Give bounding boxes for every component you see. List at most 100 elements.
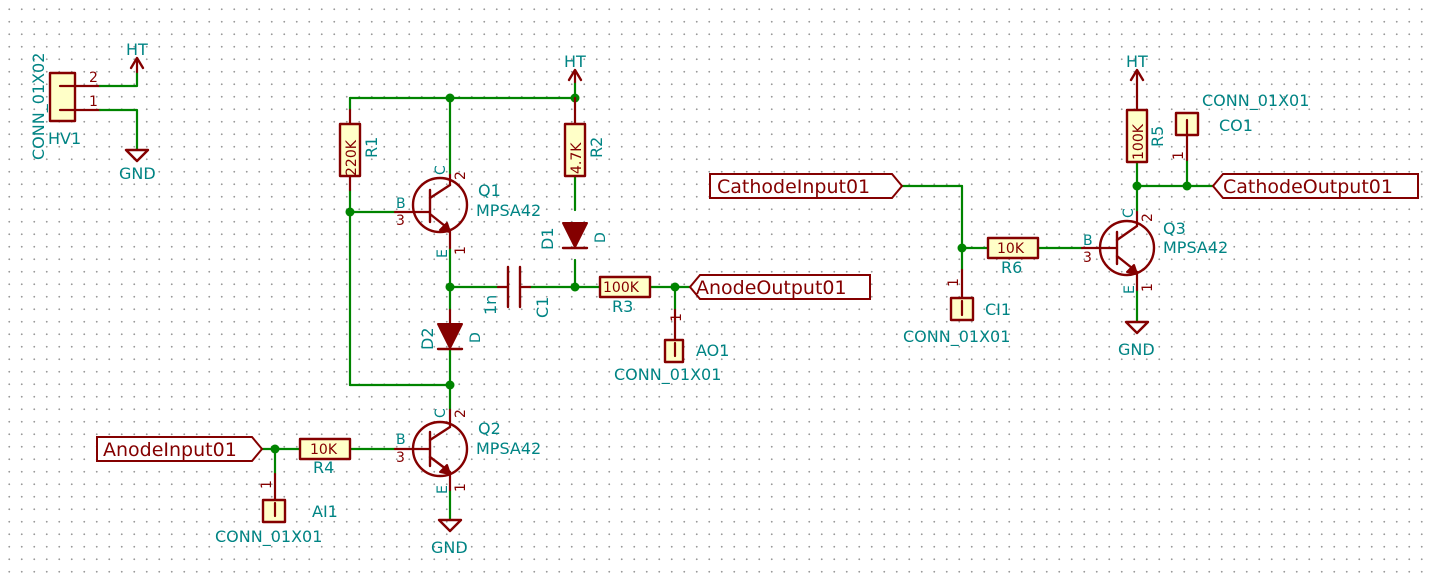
ao1-connector[interactable]: 1 AO1 CONN_01X01	[614, 308, 729, 385]
ht-label-anode: HT	[564, 52, 586, 71]
junction	[270, 444, 280, 454]
ai1-connector[interactable]: 1 AI1 CONN_01X01	[215, 472, 338, 547]
ai1-value: CONN_01X01	[215, 527, 322, 547]
q1-pin-e-num: 1	[453, 246, 469, 255]
q1-pin-b: B	[396, 196, 406, 212]
c1-capacitor[interactable]: 1n C1	[481, 265, 552, 318]
hv1-body	[48, 71, 77, 123]
q3-pin-e-num: 1	[1140, 283, 1156, 292]
r3-body	[598, 275, 652, 299]
anode-input-label[interactable]: AnodeInput01	[96, 436, 264, 462]
r4-body	[298, 437, 352, 461]
ao1-pin: 1	[669, 313, 685, 322]
cathode-input-label[interactable]: CathodeInput01	[709, 173, 904, 199]
c1-ref: C1	[533, 297, 552, 318]
d2-diode[interactable]: D2 D	[418, 308, 484, 351]
q1-pin-c-num: 2	[453, 171, 469, 180]
r3-ref: R3	[612, 297, 633, 316]
junction	[445, 282, 455, 292]
r1-resistor[interactable]: 220K R1	[338, 108, 381, 192]
ht-symbol-cathode: HT	[1126, 52, 1148, 98]
q3-transistor[interactable]: B 3 C 2 E 1 Q3 MPSA42	[1080, 208, 1228, 294]
r3-value: 100K	[603, 280, 640, 296]
junction	[570, 282, 580, 292]
r6-value: 10K	[997, 241, 1025, 257]
wire-hv1-ht	[98, 70, 139, 88]
gnd-symbol-q3: GND	[1118, 320, 1155, 359]
q3-pin-b-num: 3	[1083, 250, 1092, 266]
ci1-pin: 1	[946, 278, 962, 287]
junction	[345, 207, 355, 217]
co1-connector[interactable]: 1 CONN_01X01 CO1	[1171, 91, 1309, 162]
r2-body	[563, 122, 587, 178]
q2-pin-e-num: 1	[453, 483, 469, 492]
ht-label-cathode: HT	[1126, 52, 1148, 71]
q3-pin-b: B	[1083, 233, 1093, 249]
cathode-output-text: CathodeOutput01	[1223, 176, 1393, 198]
r5-value: 100K	[1131, 123, 1147, 160]
d1-diode[interactable]: D1 D	[538, 222, 609, 251]
q2-pin-b: B	[396, 432, 406, 448]
r6-ref: R6	[1001, 258, 1022, 277]
co1-value: CONN_01X01	[1202, 91, 1309, 111]
ht-symbol-anode: HT	[564, 52, 586, 84]
r2-value: 4.7K	[569, 142, 585, 174]
q3-pin-e: E	[1122, 285, 1138, 294]
q3-pin-c: C	[1121, 208, 1137, 218]
d2-ref: D2	[418, 328, 437, 351]
q1-pin-c: C	[433, 165, 449, 175]
ci1-value: CONN_01X01	[903, 327, 1010, 347]
cathode-input-text: CathodeInput01	[717, 176, 870, 198]
d1-ref: D1	[538, 228, 557, 251]
gnd-symbol-q2: GND	[431, 518, 468, 557]
r5-ref: R5	[1148, 126, 1167, 147]
r5-body	[1125, 108, 1149, 164]
r5-resistor[interactable]: 100K R5	[1125, 94, 1167, 164]
co1-pin: 1	[1171, 151, 1187, 160]
hv1-connector[interactable]: 2 1 CONN_01X02 HV1	[29, 53, 102, 160]
r6-resistor[interactable]: 10K R6	[986, 236, 1040, 277]
junction	[1182, 181, 1192, 191]
d1-body	[562, 222, 588, 248]
q2-pin-b-num: 3	[396, 450, 405, 466]
ao1-ref: AO1	[696, 341, 729, 360]
gnd-label-q3: GND	[1118, 340, 1155, 359]
hv1-pin2-number: 2	[89, 70, 98, 86]
anode-output-text: AnodeOutput01	[696, 277, 847, 299]
q2-pin-c: C	[433, 408, 449, 418]
q3-pin-c-num: 2	[1140, 213, 1156, 222]
ai1-ref: AI1	[312, 502, 338, 521]
r1-ref: R1	[362, 137, 381, 158]
q1-value: MPSA42	[476, 201, 541, 220]
d2-pin: D	[468, 332, 484, 343]
q1-pin-b-num: 3	[396, 213, 405, 229]
q2-pin-c-num: 2	[453, 409, 469, 418]
wire-hv1-gnd	[98, 108, 139, 152]
c1-value: 1n	[481, 295, 500, 315]
r1-value: 220K	[344, 139, 360, 176]
junction	[957, 243, 967, 253]
gnd-label-hv1: GND	[119, 164, 156, 183]
r4-ref: R4	[313, 458, 334, 477]
anode-output-label[interactable]: AnodeOutput01	[688, 274, 871, 300]
q1-transistor[interactable]: B 3 C 2 E 1 Q1 MPSA42	[393, 165, 541, 258]
r2-resistor[interactable]: 4.7K R2	[563, 96, 606, 178]
hv1-pin1-number: 1	[89, 94, 98, 110]
ht-symbol-hv1: HT	[126, 40, 148, 74]
ao1-value: CONN_01X01	[614, 365, 721, 385]
ci1-ref: CI1	[985, 300, 1011, 319]
ci1-connector[interactable]: 1 CI1 CONN_01X01	[903, 268, 1011, 347]
r2-ref: R2	[587, 137, 606, 158]
cathode-output-label[interactable]: CathodeOutput01	[1211, 173, 1419, 199]
q1-pin-e: E	[435, 249, 451, 258]
r3-resistor[interactable]: 100K R3	[598, 275, 652, 316]
q2-transistor[interactable]: B 3 C 2 E 1 Q2 MPSA42	[393, 408, 541, 494]
q2-ref: Q2	[478, 419, 501, 438]
r4-value: 10K	[310, 442, 338, 458]
q1-body	[411, 176, 469, 234]
q2-value: MPSA42	[476, 439, 541, 458]
co1-ref: CO1	[1219, 116, 1253, 135]
r4-resistor[interactable]: 10K R4	[298, 437, 352, 477]
junction	[445, 93, 455, 103]
